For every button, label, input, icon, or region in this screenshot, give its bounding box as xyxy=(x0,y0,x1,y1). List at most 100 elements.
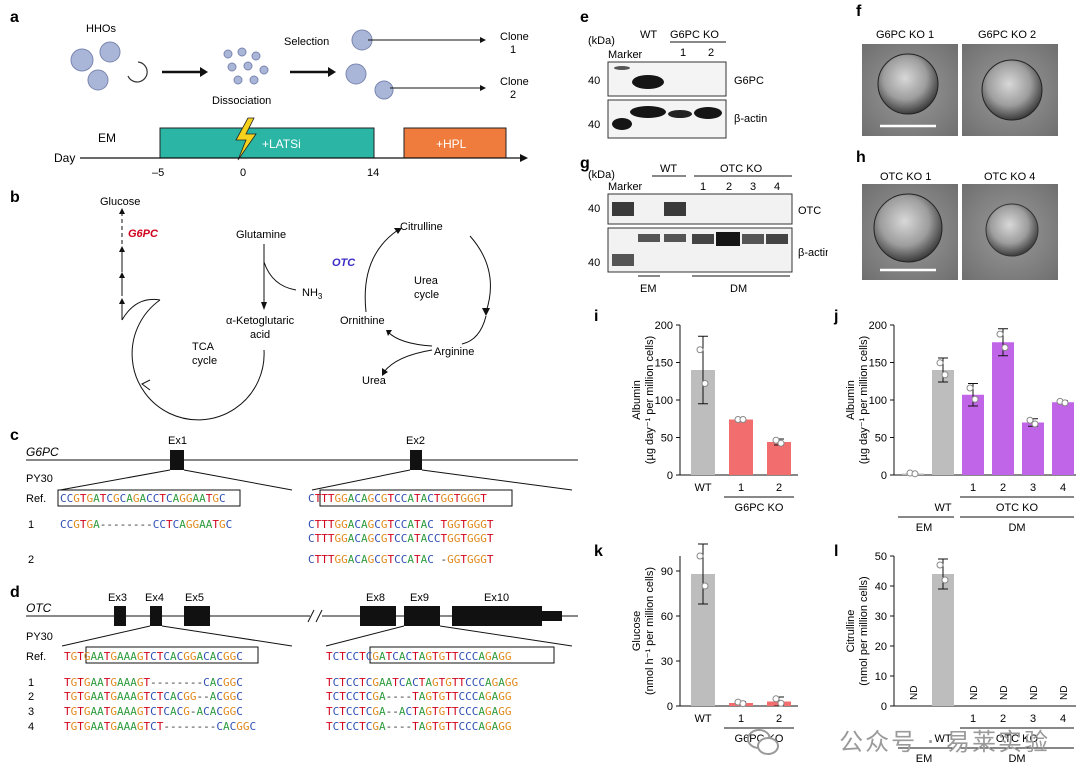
glutamine-label: Glutamine xyxy=(236,229,286,241)
ex8-exon xyxy=(360,606,396,626)
em-label: EM xyxy=(98,131,116,145)
e-lane1: 1 xyxy=(680,47,686,59)
data-point xyxy=(696,552,704,560)
e-band2: β-actin xyxy=(734,113,767,125)
g-mw2: 40 xyxy=(588,257,600,269)
g6pc-ref-right: CTTTGGACAGCGTCCATACTGGTGGGT xyxy=(308,492,487,505)
data-point xyxy=(1031,420,1039,428)
x-tick-label: 1 xyxy=(970,482,976,494)
y-tick-label: 150 xyxy=(869,358,887,370)
panel-label: i xyxy=(594,308,598,325)
dissociation-label: Dissociation xyxy=(212,95,271,107)
ex8-label: Ex8 xyxy=(366,592,385,604)
bar xyxy=(729,419,753,475)
data-point xyxy=(701,380,709,387)
nd-label: ND xyxy=(969,686,980,700)
x-tick-label: 2 xyxy=(776,713,782,725)
g-lane4: 4 xyxy=(774,181,780,193)
y-tick-label: 0 xyxy=(667,470,673,482)
g6pc-enzyme-label: G6PC xyxy=(128,228,159,240)
dm-label: DM xyxy=(1008,522,1025,534)
h-title-2: OTC KO 4 xyxy=(984,171,1035,183)
akg-label: α-Ketoglutaric xyxy=(226,315,295,327)
svg-text:TCTCCTCGA----TAGTGTTCCCAGAGG: TCTCCTCGA----TAGTGTTCCCAGAGG xyxy=(326,690,512,703)
ex9-label: Ex9 xyxy=(410,592,429,604)
c-row1b-right: CTTTGGACAGCGTCCATACCTGGTGGGT xyxy=(308,532,494,545)
y-axis-label-2: (nmol per million cells) xyxy=(858,576,870,685)
x-tick-label: 1 xyxy=(738,482,744,494)
dissociated-cells xyxy=(223,47,269,85)
y-tick-label: 100 xyxy=(655,395,673,407)
akg-label-2: acid xyxy=(250,329,270,341)
data-point xyxy=(996,330,1004,338)
panel-label: l xyxy=(834,543,838,560)
otc-blot xyxy=(607,193,793,225)
nd-label: ND xyxy=(1029,686,1040,700)
bar xyxy=(767,442,791,475)
svg-text:TCTCCTCGAATCACTAGTGTTCCCAGAGG: TCTCCTCGAATCACTAGTGTTCCCAGAGG xyxy=(326,676,518,689)
otc-ref-right: TCTCCTCGATCACTAGTGTTCCCAGAGG xyxy=(326,650,512,663)
g6pc-gene-label: G6PC xyxy=(26,445,59,459)
urea-cycle-label: Urea xyxy=(414,275,439,287)
y-axis-label: Albumin xyxy=(631,380,643,420)
urea-cycle-label-2: cycle xyxy=(414,289,439,301)
grna-box-d1 xyxy=(85,646,259,664)
data-point xyxy=(772,695,780,703)
data-point xyxy=(941,576,949,584)
g-dm: DM xyxy=(730,283,747,295)
urea-cycle-arc-1 xyxy=(364,229,399,313)
g-em: EM xyxy=(640,283,657,295)
y-tick-label: 0 xyxy=(667,701,673,713)
g-marker: Marker xyxy=(608,181,643,193)
svg-text:3: 3 xyxy=(28,706,34,718)
panel-label-g: g xyxy=(580,155,590,172)
organoid-cluster xyxy=(70,41,121,91)
ex4-label: Ex4 xyxy=(145,592,164,604)
c-row2-right: CTTTGGACAGCGTCCATAC -GGTGGGT xyxy=(308,553,494,566)
group-label: G6PC KO xyxy=(735,502,784,514)
otc-gene-label: OTC xyxy=(26,601,52,615)
y-tick-label: 0 xyxy=(881,470,887,482)
x-tick-label: 1 xyxy=(970,713,976,725)
figure-left: a HHOs Dissociation Selection Clone 1 Cl… xyxy=(10,9,578,733)
svg-text:TCTCCTCGA--ACTAGTGTTCCCAGAGG: TCTCCTCGA--ACTAGTGTTCCCAGAGG xyxy=(326,705,512,718)
y-tick-label: 100 xyxy=(869,395,887,407)
g-band1: OTC xyxy=(798,205,821,217)
tca-cycle-arc xyxy=(131,299,265,421)
panel-label: j xyxy=(833,308,838,325)
bar xyxy=(932,370,954,475)
bar xyxy=(992,342,1014,475)
x-tick-label: WT xyxy=(694,713,711,725)
c-row1-right: CTTTGGACAGCGTCCATAC TGGTGGGT xyxy=(308,518,494,531)
e-lane2: 2 xyxy=(708,47,714,59)
day-tick-0: 0 xyxy=(240,167,246,179)
bar xyxy=(932,574,954,706)
otc-enzyme-label: OTC xyxy=(332,257,356,269)
e-kda: (kDa) xyxy=(588,35,615,47)
data-point xyxy=(936,359,944,367)
nh3-label: NH3 xyxy=(302,287,323,301)
actin-blot-e xyxy=(607,99,727,139)
y-tick-label: 10 xyxy=(875,671,887,683)
urea-label: Urea xyxy=(362,375,387,387)
wechat-icon xyxy=(747,729,779,755)
y-tick-label: 40 xyxy=(875,581,887,593)
blots: e (kDa) Marker WT G6PC KO 1 2 40 G6PC 40… xyxy=(580,9,828,295)
group-label: OTC KO xyxy=(996,733,1039,745)
data-point xyxy=(1026,416,1034,424)
data-point xyxy=(966,384,974,392)
ex3-label: Ex3 xyxy=(108,592,127,604)
data-point xyxy=(971,395,979,403)
svg-text:4: 4 xyxy=(28,721,34,733)
g-lane3: 3 xyxy=(750,181,756,193)
y-tick-label: 200 xyxy=(869,320,887,332)
clone1-label: Clone xyxy=(500,31,529,43)
g-kda: (kDa) xyxy=(588,169,615,181)
g6pc-ref-left: CCGTGATCGCAGACCTCAGGAATGC xyxy=(60,492,226,505)
bar xyxy=(1022,422,1044,475)
em-label: EM xyxy=(916,753,933,765)
y-tick-label: 50 xyxy=(875,551,887,563)
group-label: OTC KO xyxy=(996,502,1039,514)
